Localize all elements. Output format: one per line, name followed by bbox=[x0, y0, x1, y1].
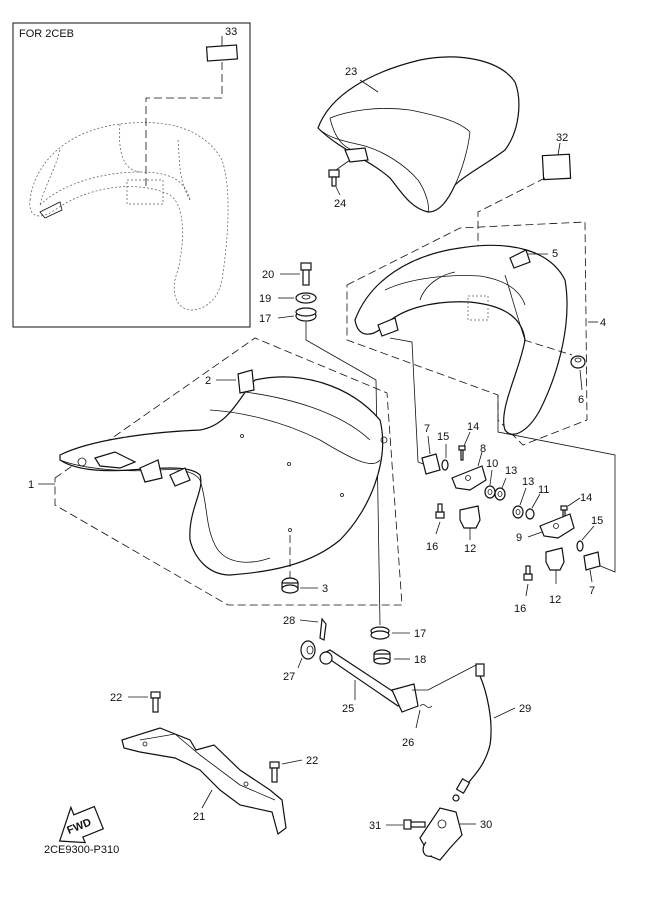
callout-8: 8 bbox=[480, 443, 486, 455]
part-18-spacer: 18 bbox=[373, 649, 426, 666]
hardware-lines bbox=[389, 337, 616, 573]
callout-7-lower: 7 bbox=[589, 585, 595, 597]
callout-13-lower: 13 bbox=[522, 476, 534, 488]
callout-31: 31 bbox=[369, 820, 381, 832]
callout-24: 24 bbox=[334, 198, 346, 210]
callout-22-right: 22 bbox=[306, 755, 318, 767]
part-9-hinge-bracket: 9 bbox=[516, 513, 575, 544]
part-20-bolt: 20 bbox=[262, 262, 312, 286]
callout-9: 9 bbox=[516, 532, 522, 544]
callout-7-upper: 7 bbox=[424, 423, 430, 435]
part-1-front-seat-group: 1 bbox=[28, 337, 403, 606]
part-10-collar: 10 bbox=[484, 458, 498, 499]
part-5-label: 5 bbox=[509, 248, 558, 269]
callout-32: 32 bbox=[556, 132, 568, 144]
part-7-plate-left: 7 bbox=[421, 423, 441, 475]
callout-18: 18 bbox=[414, 654, 426, 666]
callout-30: 30 bbox=[480, 819, 492, 831]
part-3-damper: 3 bbox=[281, 535, 328, 595]
callout-27: 27 bbox=[283, 671, 295, 683]
callout-28: 28 bbox=[283, 615, 295, 627]
part-22-bolt-left: 22 bbox=[110, 691, 161, 713]
inset-panel: FOR 2CEB 33 bbox=[12, 22, 251, 328]
part-4-seat-back-group: 4 bbox=[346, 221, 606, 446]
callout-23: 23 bbox=[345, 66, 357, 78]
callout-1: 1 bbox=[28, 479, 34, 491]
part-16-bolt-right: 16 bbox=[514, 565, 533, 615]
callout-14-lower: 14 bbox=[580, 492, 592, 504]
callout-12-right: 12 bbox=[549, 594, 561, 606]
callout-6: 6 bbox=[578, 394, 584, 406]
part-22-bolt-right: 22 bbox=[269, 755, 318, 783]
part-29-cable: 29 bbox=[412, 663, 531, 802]
callout-2: 2 bbox=[205, 375, 211, 387]
callout-15-lower: 15 bbox=[591, 515, 603, 527]
part-16-bolt-left: 16 bbox=[426, 503, 445, 553]
part-12-lock-right: 12 bbox=[545, 547, 565, 606]
callout-22-left: 22 bbox=[110, 692, 122, 704]
callout-21: 21 bbox=[193, 811, 205, 823]
callout-19: 19 bbox=[259, 293, 271, 305]
callout-33: 33 bbox=[225, 26, 237, 38]
part-17-damper-top: 17 bbox=[259, 307, 381, 626]
callout-14-upper: 14 bbox=[467, 421, 479, 433]
part-17-damper-lower: 17 bbox=[370, 626, 426, 640]
part-21-bracket: 21 bbox=[121, 727, 287, 836]
callout-12-left: 12 bbox=[464, 543, 476, 555]
part-2-label: 2 bbox=[205, 369, 255, 394]
part-11-collar: 11 bbox=[525, 484, 549, 520]
callout-15-upper: 15 bbox=[437, 431, 449, 443]
callout-29: 29 bbox=[519, 703, 531, 715]
part-31-bolt: 31 bbox=[369, 819, 426, 832]
callout-17-upper: 17 bbox=[259, 313, 271, 325]
callout-16-left: 16 bbox=[426, 541, 438, 553]
part-14-screw-left: 14 bbox=[458, 421, 479, 461]
callout-20: 20 bbox=[262, 269, 274, 281]
part-24-bolt: 24 bbox=[328, 159, 351, 210]
part-12-lock-left: 12 bbox=[459, 505, 481, 555]
callout-13-upper: 13 bbox=[505, 465, 517, 477]
callout-26: 26 bbox=[402, 737, 414, 749]
part-30-lock-lever: 30 bbox=[419, 807, 492, 861]
part-15-clip-left: 15 bbox=[437, 431, 449, 471]
part-25-rod: 25 bbox=[319, 649, 419, 715]
part-23-rear-seat: 23 bbox=[317, 56, 520, 213]
part-13-bushing-left: 13 bbox=[494, 465, 517, 501]
callout-4: 4 bbox=[600, 317, 606, 329]
part-28-pin: 28 bbox=[283, 615, 327, 641]
callout-5: 5 bbox=[552, 248, 558, 260]
inset-seat-outline bbox=[29, 122, 229, 311]
part-13-bushing-right: 13 bbox=[512, 476, 534, 519]
diagram-code: 2CE9300-P310 bbox=[44, 844, 119, 856]
part-27-bushing: 27 bbox=[283, 640, 316, 683]
part-7-plate-right: 7 bbox=[583, 551, 601, 597]
part-33-label: 33 bbox=[145, 26, 239, 186]
part-15-clip-right: 15 bbox=[576, 515, 603, 552]
inset-title: FOR 2CEB bbox=[19, 28, 74, 40]
part-19-washer: 19 bbox=[259, 292, 317, 305]
callout-16-right: 16 bbox=[514, 603, 526, 615]
callout-3: 3 bbox=[322, 583, 328, 595]
callout-10: 10 bbox=[486, 458, 498, 470]
part-8-hinge-bracket: 8 bbox=[451, 443, 487, 491]
callout-17-lower: 17 bbox=[414, 628, 426, 640]
forward-arrow-icon: FWD bbox=[58, 805, 105, 844]
callout-11: 11 bbox=[538, 484, 549, 496]
callout-25: 25 bbox=[342, 703, 354, 715]
part-6-grommet: 6 bbox=[523, 339, 586, 406]
part-26-spring: 26 bbox=[402, 704, 433, 749]
